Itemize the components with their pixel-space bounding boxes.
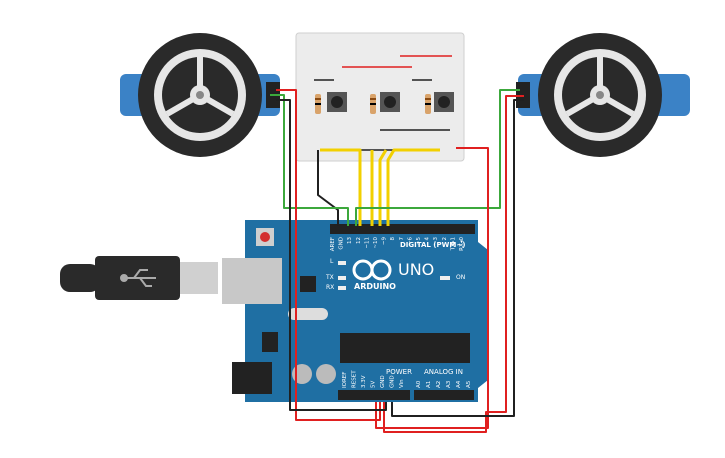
board-model: UNO — [398, 260, 434, 279]
capacitor-2 — [316, 364, 336, 384]
usb-port — [222, 258, 282, 304]
wire-red-servo-right[interactable] — [383, 95, 524, 433]
analog-pin-label-1: A1 — [426, 381, 432, 388]
usb-cable[interactable] — [60, 256, 218, 300]
power-pin-label-6: Vin — [399, 379, 405, 388]
servo-left[interactable] — [120, 33, 280, 157]
wire-black-bb-gnd[interactable] — [317, 150, 339, 226]
digital-pin-label-2: 13 — [347, 237, 353, 244]
servo-right[interactable] — [516, 33, 690, 157]
digital-pin-label-1: GND — [339, 237, 345, 250]
led-l-label: L — [330, 258, 334, 265]
analog-pin-labels: A0 A1 A2 A3 A4 A5 — [416, 380, 472, 388]
analog-pin-label-4: A4 — [456, 380, 462, 388]
arduino-infinity-logo — [352, 259, 392, 281]
wire-yellow-4[interactable] — [386, 148, 440, 226]
resistor-2[interactable] — [370, 94, 376, 114]
wires — [270, 89, 524, 433]
digital-header[interactable] — [330, 224, 475, 234]
digital-pin-label-14: TX▸1 — [450, 237, 456, 251]
power-pin-label-4: GND — [380, 375, 386, 388]
power-pin-label-5: GND — [390, 375, 396, 388]
power-pin-label-2: 3.3V — [361, 375, 367, 388]
resistor-3[interactable] — [425, 94, 431, 114]
digital-pin-label-7: 8 — [390, 237, 396, 241]
digital-pin-label-4: ~11 — [364, 237, 370, 249]
pushbutton-3[interactable] — [434, 92, 454, 112]
digital-pin-label-15: RX◂0 — [459, 237, 465, 251]
analog-label: ANALOG IN — [424, 368, 463, 376]
digital-pin-label-12: ~3 — [433, 237, 439, 246]
wire-yellow-3[interactable] — [378, 149, 388, 226]
led-tx-label: TX — [325, 274, 334, 281]
atmega-chip — [340, 333, 470, 363]
on-label: ON — [456, 274, 465, 281]
power-jack — [232, 362, 272, 394]
chip-small — [300, 276, 316, 292]
digital-pin-label-0: AREF — [330, 237, 336, 251]
digital-pin-label-8: 7 — [399, 237, 405, 241]
digital-pin-label-3: 12 — [356, 237, 362, 244]
analog-pin-label-5: A5 — [466, 380, 472, 388]
digital-pin-label-13: 2 — [442, 237, 448, 241]
power-pin-label-0: IOREF — [342, 372, 348, 388]
power-label: POWER — [386, 368, 412, 376]
led-rx-label: RX — [326, 284, 334, 291]
power-header[interactable] — [338, 390, 410, 400]
digital-pin-label-6: ~9 — [382, 237, 388, 246]
analog-pin-label-0: A0 — [416, 380, 422, 388]
analog-header[interactable] — [414, 390, 474, 400]
analog-pin-label-2: A2 — [436, 381, 442, 388]
digital-label: DIGITAL (PWM~) — [400, 241, 465, 249]
wire-black-servo-left[interactable] — [276, 99, 387, 411]
wire-green-servo-left[interactable] — [270, 94, 349, 226]
pushbutton-2[interactable] — [380, 92, 400, 112]
wire-black-servo-right[interactable] — [391, 99, 524, 417]
digital-pin-label-10: ~5 — [416, 237, 422, 246]
wire-red-servo-left[interactable] — [276, 89, 381, 421]
regulator — [262, 332, 278, 352]
wire-red-breadboard[interactable] — [375, 147, 489, 429]
board-brand: ARDUINO — [354, 282, 396, 291]
analog-pin-label-3: A3 — [446, 380, 452, 388]
arduino-board[interactable]: ARDUINO UNO DIGITAL (PWM~) POWER ANALOG … — [222, 220, 488, 402]
usb-icon — [120, 269, 156, 287]
wire-yellow-1[interactable] — [320, 148, 362, 226]
breadboard[interactable] — [295, 32, 465, 162]
digital-pin-label-5: ~10 — [373, 237, 379, 249]
digital-pin-label-11: 4 — [425, 237, 431, 241]
resistor-1[interactable] — [315, 94, 321, 114]
power-pin-label-1: RESET — [352, 370, 358, 388]
power-pin-label-3: 5V — [371, 381, 377, 388]
pushbutton-1[interactable] — [327, 92, 347, 112]
digital-pin-label-9: ~6 — [407, 237, 413, 246]
wire-green-servo-right[interactable] — [355, 89, 520, 226]
crystal — [288, 308, 328, 320]
